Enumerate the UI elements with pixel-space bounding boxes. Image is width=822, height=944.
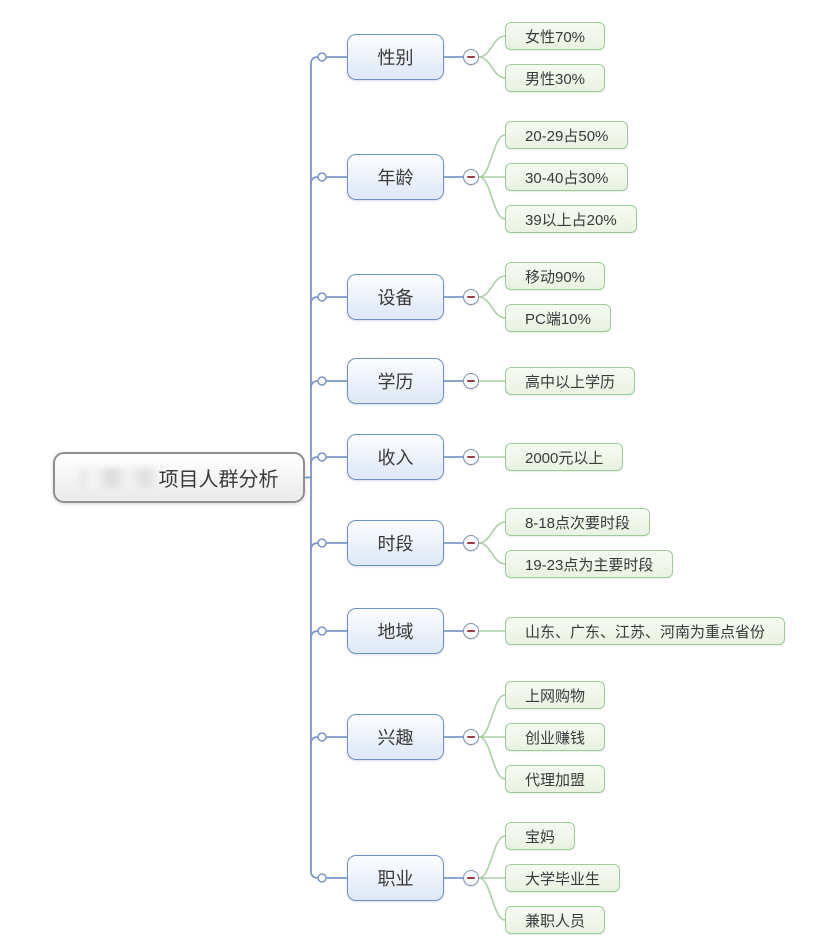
minus-icon [467, 736, 475, 738]
leaf-connector-line [478, 296, 506, 319]
root-node[interactable]: 项目人群分析 [53, 452, 305, 503]
branch-hook-line [310, 456, 319, 465]
leaf-connector-line [478, 694, 506, 738]
collapse-button[interactable] [463, 729, 479, 745]
collapse-button[interactable] [463, 623, 479, 639]
leaf-node[interactable]: 高中以上学历 [505, 367, 636, 395]
leaf-node[interactable]: 上网购物 [505, 681, 606, 709]
branch-node[interactable]: 收入 [347, 434, 444, 480]
leaf-connector-line [478, 56, 506, 79]
branch-joint-dot [317, 873, 327, 883]
branch-node[interactable]: 年龄 [347, 154, 444, 200]
collapse-button[interactable] [463, 169, 479, 185]
collapse-button[interactable] [463, 49, 479, 65]
branch-joint-dot [317, 172, 327, 182]
leaf-node[interactable]: 创业赚钱 [505, 723, 606, 751]
leaf-node[interactable]: 8-18点次要时段 [505, 508, 651, 536]
leaf-connector-line [478, 542, 506, 565]
redacted-text [79, 467, 156, 488]
branch-hook-line [310, 542, 319, 551]
leaf-node[interactable]: 移动90% [505, 262, 606, 290]
leaf-connector-line [478, 134, 506, 178]
minus-icon [467, 877, 475, 879]
branch-hook-line [310, 736, 319, 745]
branch-joint-dot [317, 732, 327, 742]
branch-joint-dot [317, 376, 327, 386]
leaf-connector-line [478, 176, 506, 220]
branch-hook-line [310, 870, 319, 879]
leaf-node[interactable]: PC端10% [505, 304, 611, 332]
branch-node[interactable]: 设备 [347, 274, 444, 320]
minus-icon [467, 456, 475, 458]
leaf-node[interactable]: 兼职人员 [505, 906, 606, 934]
minus-icon [467, 380, 475, 382]
leaf-connector-line [478, 736, 506, 780]
collapse-button[interactable] [463, 535, 479, 551]
leaf-node[interactable]: 男性30% [505, 64, 606, 92]
leaf-node[interactable]: 代理加盟 [505, 765, 606, 793]
leaf-node[interactable]: 女性70% [505, 22, 606, 50]
leaf-node[interactable]: 20-29占50% [505, 121, 629, 149]
branch-node[interactable]: 职业 [347, 855, 444, 901]
branch-node[interactable]: 学历 [347, 358, 444, 404]
branch-hook-line [310, 296, 319, 305]
branch-hook-line [310, 176, 319, 185]
leaf-connector-line [478, 521, 506, 544]
minus-icon [467, 56, 475, 58]
branch-joint-dot [317, 292, 327, 302]
branch-node[interactable]: 时段 [347, 520, 444, 566]
branch-hook-line [310, 56, 319, 65]
minus-icon [467, 542, 475, 544]
leaf-node[interactable]: 39以上占20% [505, 205, 637, 233]
minus-icon [467, 296, 475, 298]
leaf-node[interactable]: 19-23点为主要时段 [505, 550, 674, 578]
leaf-connector-line [478, 275, 506, 298]
collapse-button[interactable] [463, 373, 479, 389]
leaf-node[interactable]: 山东、广东、江苏、河南为重点省份 [505, 617, 786, 645]
leaf-connector-line [478, 877, 506, 921]
root-label: 项目人群分析 [158, 469, 279, 491]
leaf-node[interactable]: 2000元以上 [505, 443, 624, 471]
collapse-button[interactable] [463, 870, 479, 886]
collapse-button[interactable] [463, 449, 479, 465]
branch-joint-dot [317, 626, 327, 636]
branch-node[interactable]: 兴趣 [347, 714, 444, 760]
branch-joint-dot [317, 452, 327, 462]
leaf-node[interactable]: 大学毕业生 [505, 864, 621, 892]
leaf-node[interactable]: 宝妈 [505, 822, 576, 850]
branch-node[interactable]: 地域 [347, 608, 444, 654]
leaf-node[interactable]: 30-40占30% [505, 163, 629, 191]
minus-icon [467, 630, 475, 632]
branch-node[interactable]: 性别 [347, 34, 444, 80]
branch-hook-line [310, 630, 319, 639]
collapse-button[interactable] [463, 289, 479, 305]
leaf-connector-line [478, 835, 506, 879]
leaf-connector-line [478, 35, 506, 58]
branch-hook-line [310, 380, 319, 389]
minus-icon [467, 176, 475, 178]
branch-joint-dot [317, 52, 327, 62]
branch-joint-dot [317, 538, 327, 548]
